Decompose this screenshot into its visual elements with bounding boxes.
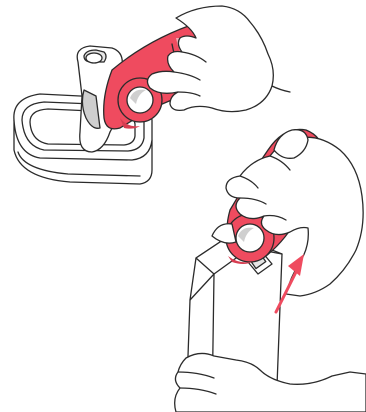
tin-scene bbox=[14, 6, 290, 184]
carton-scene bbox=[175, 129, 366, 412]
